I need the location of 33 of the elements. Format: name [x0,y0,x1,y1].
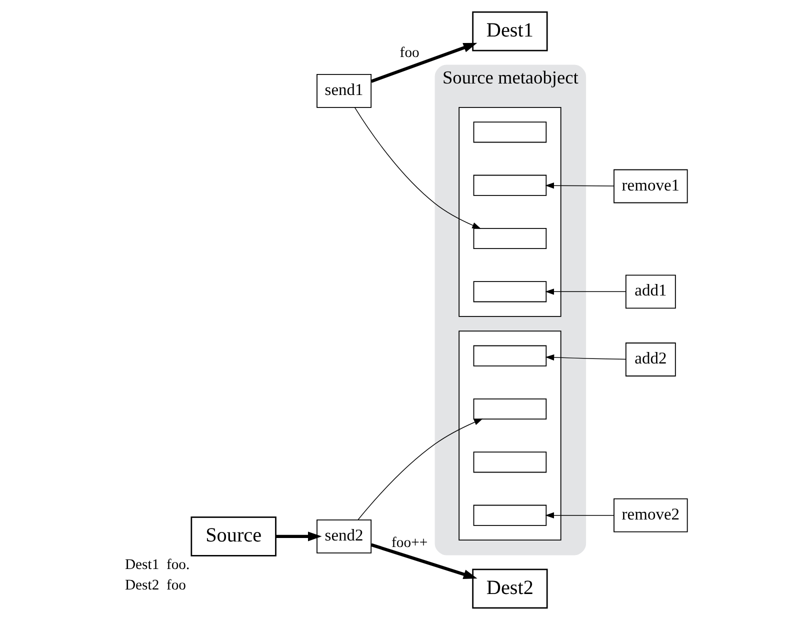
node-label: Dest1 foo. [124,557,190,574]
arrow [275,532,322,542]
node-box: remove2 [613,498,688,532]
node-box [472,174,546,196]
node-box: Dest1 [472,11,548,52]
node-box [472,281,546,302]
node-box: remove1 [613,169,688,204]
cluster [458,330,561,541]
node-box: Source [190,516,276,556]
arrow [544,182,614,189]
cluster: Source metaobject [434,64,586,556]
node-box: add2 [624,342,676,376]
arrow [370,42,477,83]
edge-label: foo++ [391,535,428,552]
edge-label: foo [399,44,419,61]
node-box: add1 [624,274,676,309]
node-box [472,122,546,143]
node-box: send2 [316,519,372,554]
node-box [472,452,546,473]
cluster [458,106,561,317]
node-box [472,504,546,526]
node-box [472,228,546,250]
arrow [544,354,626,360]
arrow [370,543,477,579]
arrow [544,512,614,518]
node-box [472,398,546,420]
arrow [357,418,482,520]
arrow [354,107,481,229]
node-box [472,345,546,366]
node-box: Dest2 [472,568,548,609]
arrow [544,288,626,295]
node-box: send1 [316,74,372,108]
node-label: Dest2 foo [124,577,186,594]
